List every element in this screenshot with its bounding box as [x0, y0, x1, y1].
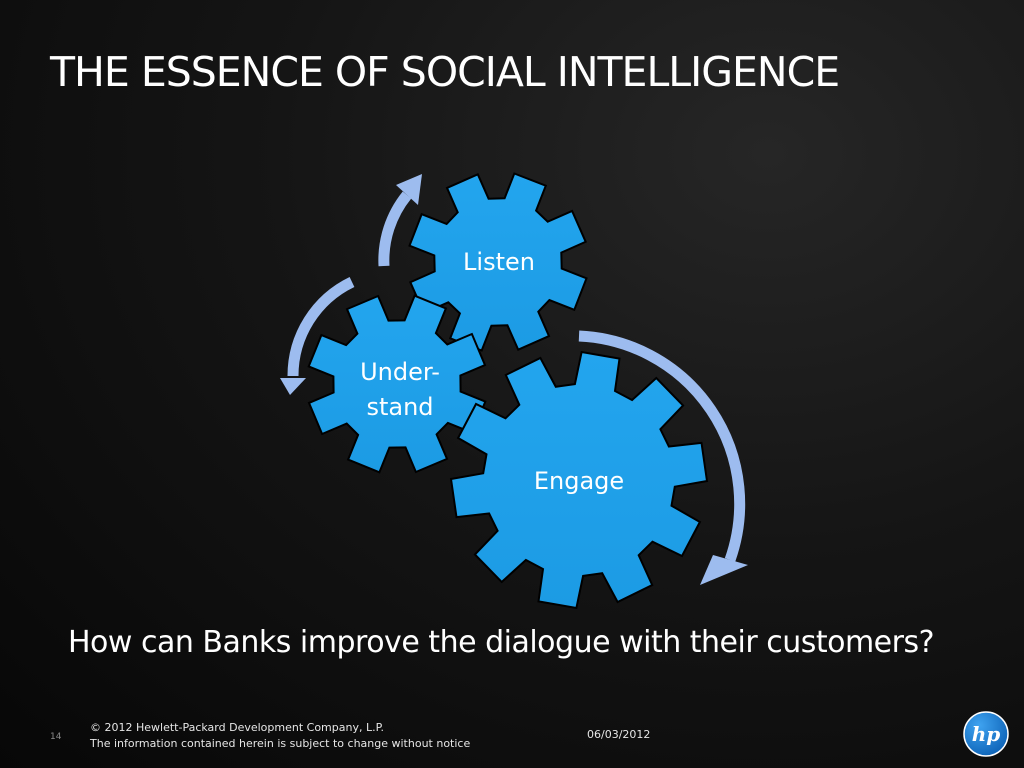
arrow-engage-to-understand	[287, 277, 355, 377]
arrow-listen-to-engage	[578, 330, 746, 562]
question-text: How can Banks improve the dialogue with …	[68, 625, 935, 660]
gear-label-understand-line2: stand	[366, 393, 433, 421]
arrowhead-right-icon	[700, 555, 748, 585]
page-number: 14	[50, 732, 62, 742]
hp-logo-text: hp	[972, 722, 1001, 746]
arrow-understand-to-listen	[378, 191, 412, 267]
gear-label-engage: Engage	[534, 467, 624, 495]
slide-title: THE ESSENCE OF SOCIAL INTELLIGENCE	[50, 48, 840, 96]
gear-listen	[408, 172, 588, 352]
disclaimer-line: The information contained herein is subj…	[90, 737, 471, 750]
arrowhead-top-icon	[396, 174, 422, 205]
copyright-notice: © 2012 Hewlett-Packard Development Compa…	[90, 720, 470, 752]
gear-label-listen: Listen	[463, 248, 535, 276]
gear-engage	[449, 350, 709, 610]
slide-date: 06/03/2012	[587, 728, 651, 741]
gear-label-understand-line1: Under-	[360, 358, 440, 386]
hp-logo-icon: hp	[963, 711, 1009, 757]
copyright-line: © 2012 Hewlett-Packard Development Compa…	[90, 721, 385, 734]
arrowhead-left-icon	[280, 378, 306, 395]
